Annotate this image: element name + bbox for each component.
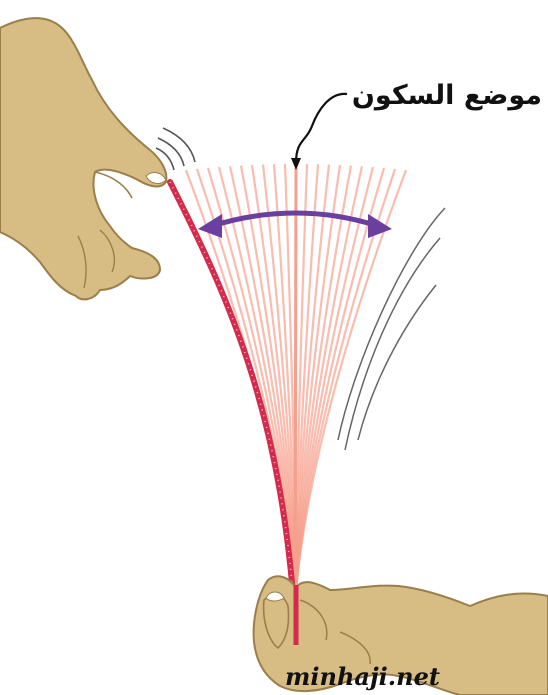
rest-position-label: موضع السكون bbox=[352, 80, 542, 111]
label-pointer bbox=[296, 94, 347, 163]
pointer-arrowhead bbox=[291, 158, 301, 170]
top-hand-shape bbox=[0, 18, 166, 299]
watermark-text: minhaji.net bbox=[285, 662, 440, 691]
top-hand-crease bbox=[95, 172, 132, 198]
top-hand bbox=[0, 18, 166, 299]
rest-position-line bbox=[295, 168, 296, 590]
